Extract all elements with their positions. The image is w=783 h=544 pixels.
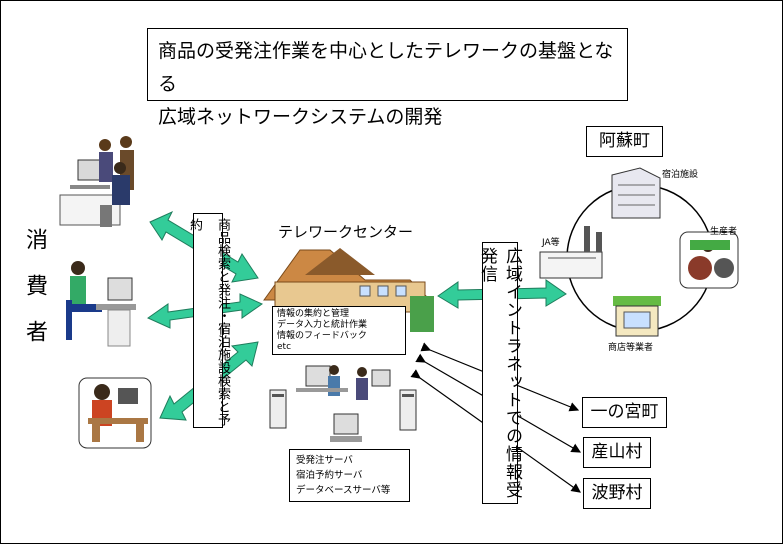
town-box-namino: 波野村: [583, 478, 651, 509]
shop-icon: [613, 296, 661, 337]
title-line-1: 商品の受発注作業を中心としたテレワークの基盤となる: [158, 40, 614, 95]
telework-center-label: テレワークセンター: [278, 223, 414, 241]
phone-operator-illustration: [78, 377, 152, 449]
work-item: 情報の集約と管理: [277, 309, 350, 319]
town-box-ichinomiya: 一の宮町: [582, 397, 667, 428]
center-staff-illustration: [296, 365, 391, 400]
server-item: 受発注サーバ: [296, 455, 353, 466]
facility-label-shop: 商店等業者: [608, 343, 654, 353]
service-label-box: 商品検索と発注・宿泊施設検索と予約: [187, 213, 230, 428]
server-item: データベースサーバ等: [296, 485, 391, 496]
intranet-label: 広域イントラネットでの情報受発信: [477, 247, 522, 499]
facility-label-lodging: 宿泊施設: [662, 170, 699, 180]
aso-town-box: 阿蘇町: [586, 126, 663, 157]
server-right-icon: [399, 389, 417, 431]
computer-user-illustration: [66, 261, 136, 347]
intranet-label-box: 広域イントラネットでの情報受発信: [477, 242, 522, 504]
consumer-label: 消費者: [22, 228, 47, 366]
service-label: 商品検索と発注・宿泊施設検索と予約: [187, 218, 230, 426]
facility-label-producer: 生産者: [710, 227, 738, 237]
server-left-icon: [269, 389, 287, 429]
server-list-box: 受発注サーバ 宿泊予約サーバ データベースサーバ等: [289, 449, 410, 502]
factory-ja-icon: [539, 226, 603, 279]
hotel-building-icon: [611, 167, 661, 219]
server-center-icon: [330, 413, 362, 442]
title-box: 商品の受発注作業を中心としたテレワークの基盤となる 広域ネットワークシステムの開…: [147, 28, 628, 128]
office-workers-illustration: [59, 136, 134, 227]
town-box-ubuyama: 産山村: [583, 437, 651, 468]
title-line-2: 広域ネットワークシステムの開発: [158, 106, 443, 128]
facility-label-ja: JA等: [542, 238, 560, 248]
server-item: 宿泊予約サーバ: [296, 470, 363, 481]
farmer-tractor-icon: [679, 231, 739, 289]
work-item: データ入力と統計作業: [277, 320, 368, 330]
work-item: 情報のフィードバック: [277, 331, 367, 341]
work-item: etc: [277, 342, 292, 352]
work-items-box: 情報の集約と管理 データ入力と統計作業 情報のフィードバック etc: [272, 306, 406, 355]
